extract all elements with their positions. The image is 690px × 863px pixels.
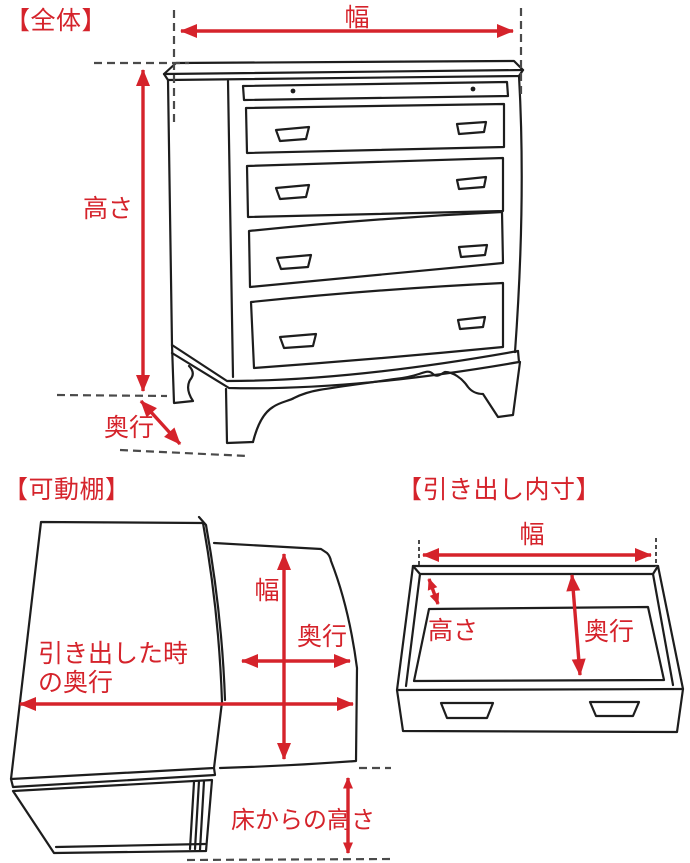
- guide-line: [119, 448, 248, 458]
- cabinet-left-edge: [166, 78, 174, 347]
- drawer-handle: [278, 332, 318, 350]
- base-molding-top: [170, 343, 520, 383]
- pulled-out-depth-label-line2: の奥行: [38, 668, 113, 697]
- drawer-inner-dimension-arrows: 幅 高さ 奥行: [422, 520, 652, 676]
- drawer-width-label: 幅: [519, 520, 544, 549]
- section-title-overall: 【全体】: [5, 6, 108, 35]
- overall-width-label: 幅: [344, 3, 369, 32]
- drawer-depth-label: 奥行: [584, 617, 634, 646]
- section-title-movable-shelf: 【可動棚】: [3, 475, 131, 504]
- shelf-cabinet-body: [212, 541, 359, 770]
- drawer-handle: [456, 315, 487, 331]
- drawer-2: [245, 156, 505, 219]
- overall-dimension-arrows: 幅 高さ 奥行: [83, 3, 514, 446]
- drawer-inner-line-art: [395, 564, 685, 734]
- overall-height-label: 高さ: [83, 194, 133, 223]
- drawer-4: [249, 281, 505, 370]
- foot-front-left: [224, 387, 255, 445]
- drawer-box-outline: [395, 564, 685, 734]
- drawer-height-arrow: [427, 578, 440, 605]
- pullout-slide: [241, 80, 510, 102]
- shelf-depth-label: 奥行: [297, 622, 347, 651]
- slide-knob-left: [290, 88, 296, 94]
- overall-depth-arrow: [139, 399, 182, 446]
- movable-shelf-dimension-arrows: 引き出した時 の奥行 幅 奥行 床からの高さ: [19, 553, 375, 854]
- drawer-box-rim: [411, 564, 660, 576]
- shelf-front-edge: [9, 766, 217, 789]
- drawer-inner-dimension-guides: [418, 538, 657, 567]
- drawer-handle: [275, 253, 313, 271]
- cabinet-right-edge: [513, 74, 523, 354]
- drawer-handle: [457, 243, 489, 259]
- drawer-handle-cutout: [588, 700, 641, 718]
- drawer-handle: [274, 125, 311, 143]
- drawer-handle: [455, 120, 488, 136]
- edge-hatching: [188, 779, 206, 852]
- cabinet-top: [162, 59, 525, 76]
- drawer-3: [247, 210, 505, 289]
- drawer-height-label: 高さ: [428, 616, 478, 645]
- pulled-out-depth-label-line1: 引き出した時: [38, 639, 188, 668]
- slide-knob-right: [470, 86, 476, 92]
- overall-depth-label: 奥行: [104, 413, 154, 442]
- lower-chest: [11, 778, 214, 855]
- guide-line: [56, 393, 168, 398]
- floor-height-label: 床からの高さ: [231, 806, 375, 834]
- drawer-depth-arrow: [566, 574, 586, 676]
- drawer-handle: [455, 175, 488, 191]
- shelf-width-label: 幅: [254, 576, 279, 605]
- drawer-handle-cutout: [439, 701, 495, 720]
- base-molding-bottom: [170, 349, 521, 390]
- foot-back-left: [170, 343, 195, 405]
- overall-dimension-guides: [56, 8, 523, 458]
- section-title-drawer-inner: 【引き出し内寸】: [397, 475, 602, 504]
- apron-and-right-foot: [251, 360, 522, 444]
- drawer-handle: [274, 183, 311, 201]
- overall-cabinet-line-art: [162, 59, 525, 445]
- guide-line: [186, 857, 393, 862]
- movable-shelf-dimension-guides: [186, 766, 393, 862]
- drawer-1: [244, 102, 506, 155]
